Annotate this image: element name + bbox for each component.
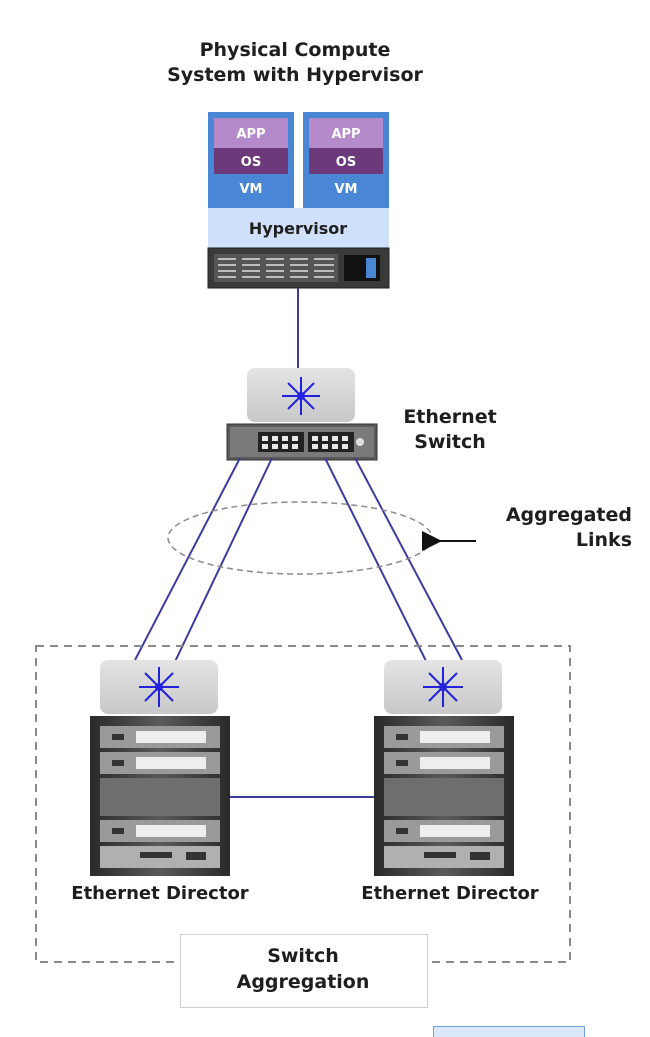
ethernet-switch-label: Ethernet Switch (390, 405, 510, 455)
switch-aggregation-line-1: Switch (267, 945, 339, 967)
aggregation-ellipse (167, 501, 433, 575)
app-block (214, 118, 288, 148)
rack-director-icon (90, 716, 230, 876)
aggregated-links (134, 457, 463, 669)
aggregated-links-line-1: Aggregated (505, 504, 632, 526)
ethernet-switch (226, 368, 378, 461)
switch-star-icon (282, 377, 320, 415)
os-block (309, 148, 383, 174)
bottom-edge-element (433, 1026, 585, 1037)
os-label: OS (336, 155, 356, 170)
ethernet-director-a-label: Ethernet Director (71, 883, 249, 904)
app-label: APP (236, 127, 265, 142)
diagram-title: Physical Compute System with Hypervisor (130, 38, 460, 88)
os-label: OS (241, 155, 261, 170)
ethernet-director-b-label: Ethernet Director (361, 883, 539, 904)
app-label: APP (331, 127, 360, 142)
switch-star-icon (139, 667, 179, 707)
vm-label: VM (240, 182, 263, 197)
hypervisor-layer (208, 208, 389, 248)
switch-star-icon (423, 667, 463, 707)
rack-director-icon (374, 716, 514, 876)
os-block (214, 148, 288, 174)
hypervisor-label: Hypervisor (249, 219, 347, 238)
vm-block-1: APP OS VM (208, 112, 294, 208)
switch-aggregation-label: Switch Aggregation (180, 943, 426, 995)
ethernet-switch-label-line-2: Switch (414, 431, 486, 453)
title-line-2: System with Hypervisor (167, 64, 423, 86)
ethernet-switch-icon (226, 423, 378, 461)
vm-label: VM (335, 182, 358, 197)
ethernet-director-b (374, 660, 514, 876)
ethernet-switch-label-line-1: Ethernet (403, 406, 497, 428)
ethernet-director-a (90, 660, 230, 876)
switch-aggregation-box (180, 934, 428, 1008)
vm-block-2: APP OS VM (303, 112, 389, 208)
aggregated-links-label: Aggregated Links (462, 503, 632, 553)
switch-aggregation-boundary (35, 645, 571, 963)
title-line-1: Physical Compute (199, 39, 391, 61)
server-chassis-icon (207, 247, 390, 289)
app-block (309, 118, 383, 148)
aggregated-links-line-2: Links (575, 529, 632, 551)
switch-aggregation-line-2: Aggregation (236, 971, 370, 993)
